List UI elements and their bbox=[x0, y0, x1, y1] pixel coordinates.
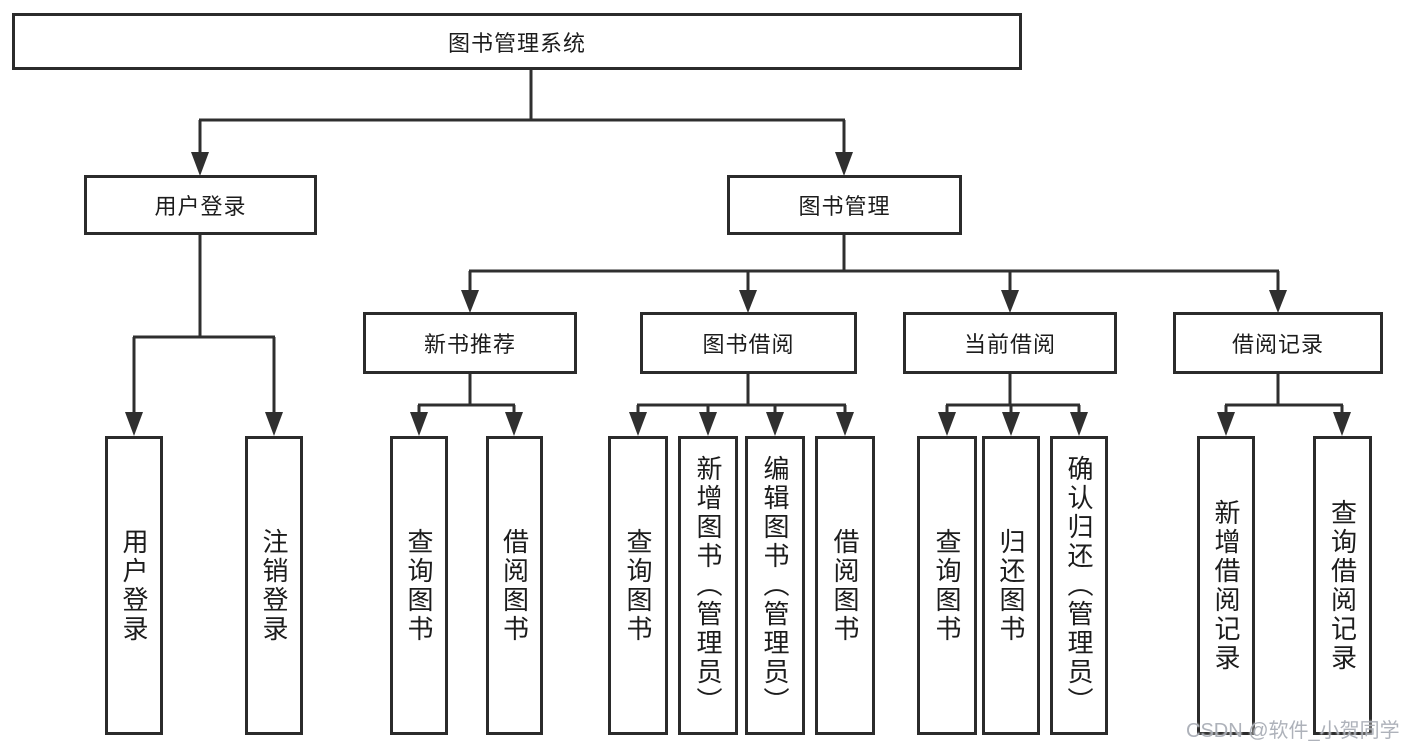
leaf-add-borrow-record: 新增借阅记录 bbox=[1197, 436, 1255, 735]
leaf-query-books-recommend: 查询图书 bbox=[390, 436, 448, 735]
csdn-watermark: CSDN @软件_小贺同学 bbox=[1186, 720, 1400, 742]
leaf-query-books-borrow: 查询图书 bbox=[608, 436, 668, 735]
node-current-borrow: 当前借阅 bbox=[903, 312, 1117, 374]
leaf-query-books-current: 查询图书 bbox=[917, 436, 977, 735]
node-root: 图书管理系统 bbox=[12, 13, 1022, 70]
node-book-management: 图书管理 bbox=[727, 175, 962, 235]
leaf-borrow-books-recommend: 借阅图书 bbox=[486, 436, 543, 735]
node-user-login: 用户登录 bbox=[84, 175, 317, 235]
node-new-book-recommend: 新书推荐 bbox=[363, 312, 577, 374]
leaf-edit-book-admin: 编辑图书（管理员） bbox=[745, 436, 805, 735]
leaf-confirm-return-admin: 确认归还（管理员） bbox=[1050, 436, 1108, 735]
leaf-add-book-admin: 新增图书（管理员） bbox=[678, 436, 738, 735]
node-borrow-records: 借阅记录 bbox=[1173, 312, 1383, 374]
leaf-return-book: 归还图书 bbox=[982, 436, 1040, 735]
leaf-logout: 注销登录 bbox=[245, 436, 303, 735]
leaf-user-login: 用户登录 bbox=[105, 436, 163, 735]
leaf-query-borrow-record: 查询借阅记录 bbox=[1313, 436, 1372, 735]
node-book-borrow: 图书借阅 bbox=[640, 312, 857, 374]
leaf-borrow-books: 借阅图书 bbox=[815, 436, 875, 735]
